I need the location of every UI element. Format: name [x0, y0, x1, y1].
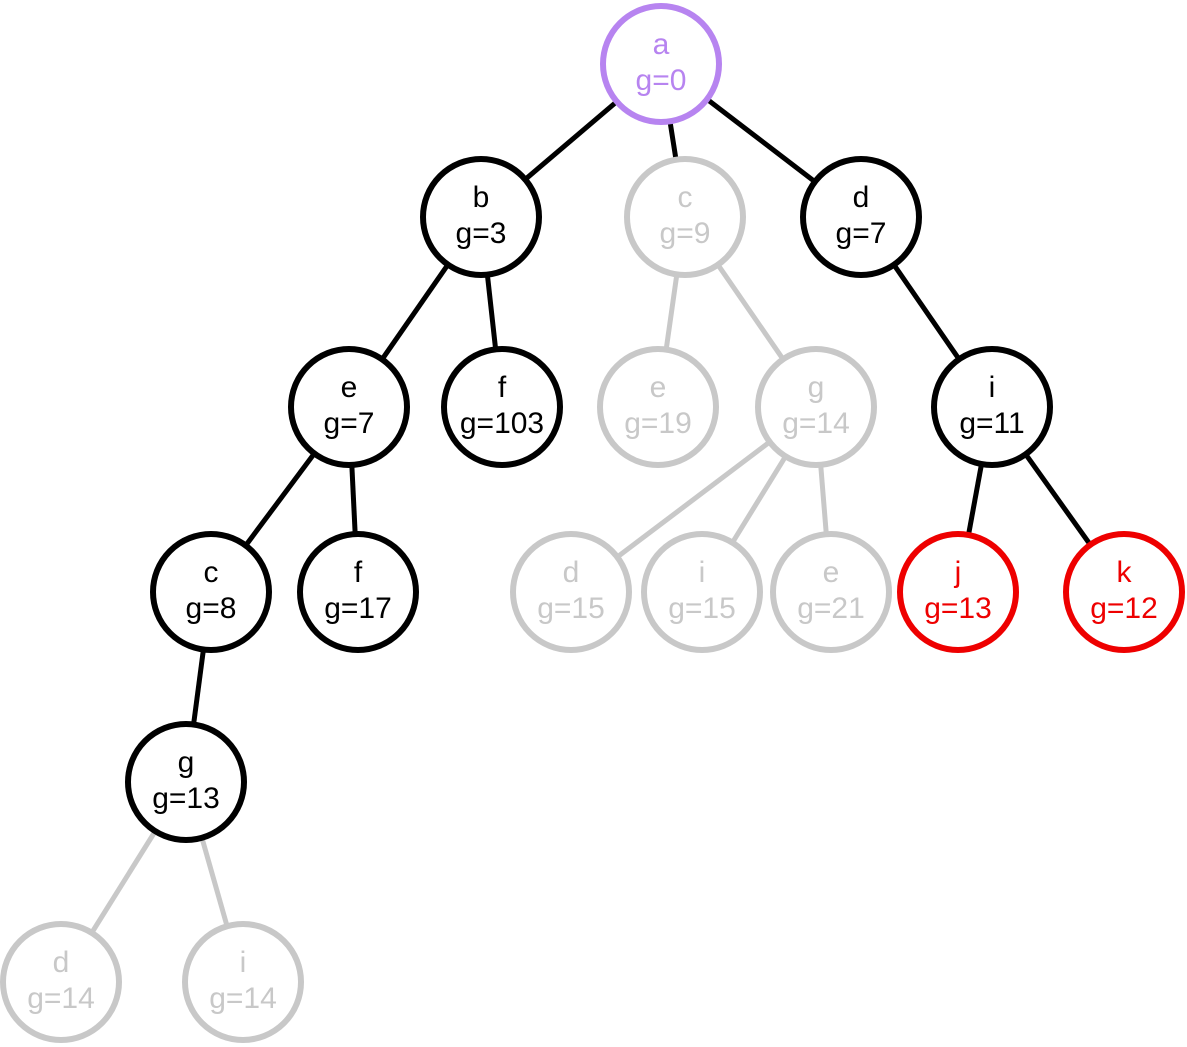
node-circle [182, 921, 304, 1043]
node-name-label: i [989, 371, 996, 404]
node-cost-label: g=14 [782, 407, 850, 440]
tree-node-c-pruned: cg=9 [624, 156, 746, 278]
node-circle [441, 346, 563, 468]
node-name-label: g [178, 746, 195, 779]
node-circle [597, 346, 719, 468]
node-circle [800, 156, 922, 278]
node-name-label: e [341, 371, 358, 404]
tree-node-i-pruned: ig=15 [641, 531, 763, 653]
node-cost-label: g=11 [959, 407, 1024, 440]
node-cost-label: g=12 [1090, 592, 1158, 625]
node-circle [0, 921, 122, 1043]
node-name-label: f [354, 556, 363, 589]
tree-node-f-expanded: fg=103 [441, 346, 563, 468]
edge-layer [58, 62, 1127, 984]
node-name-label: e [823, 556, 840, 589]
node-cost-label: g=14 [27, 982, 95, 1015]
node-cost-label: g=7 [836, 217, 887, 250]
tree-node-j-frontier: jg=13 [897, 531, 1019, 653]
node-circle [510, 531, 632, 653]
node-cost-label: g=3 [456, 217, 507, 250]
node-cost-label: g=9 [660, 217, 711, 250]
node-name-label: k [1117, 556, 1133, 589]
node-name-label: d [53, 946, 70, 979]
node-circle [420, 156, 542, 278]
node-cost-label: g=103 [460, 407, 544, 440]
node-cost-label: g=0 [636, 64, 687, 97]
node-name-label: c [678, 181, 693, 214]
tree-node-d-expanded: dg=7 [800, 156, 922, 278]
node-circle [624, 156, 746, 278]
tree-node-d-pruned: dg=14 [0, 921, 122, 1043]
tree-node-d-pruned: dg=15 [510, 531, 632, 653]
node-circle [755, 346, 877, 468]
node-circle [150, 531, 272, 653]
node-name-label: g [808, 371, 825, 404]
node-name-label: j [954, 556, 962, 589]
tree-node-e-expanded: eg=7 [288, 346, 410, 468]
tree-node-g-expanded: gg=13 [125, 721, 247, 843]
node-circle [125, 721, 247, 843]
node-circle [297, 531, 419, 653]
tree-node-e-pruned: eg=21 [770, 531, 892, 653]
node-cost-label: g=15 [668, 592, 736, 625]
tree-node-b-expanded: bg=3 [420, 156, 542, 278]
node-name-label: i [240, 946, 247, 979]
tree-node-i-pruned: ig=14 [182, 921, 304, 1043]
node-circle [770, 531, 892, 653]
tree-node-f-expanded: fg=17 [297, 531, 419, 653]
node-cost-label: g=8 [186, 592, 237, 625]
node-name-label: a [653, 28, 670, 61]
node-circle [641, 531, 763, 653]
node-cost-label: g=19 [624, 407, 692, 440]
node-cost-label: g=13 [924, 592, 992, 625]
node-cost-label: g=14 [209, 982, 277, 1015]
node-name-label: d [853, 181, 870, 214]
tree-node-e-pruned: eg=19 [597, 346, 719, 468]
node-cost-label: g=7 [324, 407, 375, 440]
node-circle [931, 346, 1053, 468]
tree-node-a-start: ag=0 [600, 3, 722, 125]
node-name-label: d [563, 556, 580, 589]
tree-node-k-frontier: kg=12 [1063, 531, 1185, 653]
node-name-label: b [473, 181, 490, 214]
node-layer: ag=0bg=3cg=9dg=7eg=7fg=103eg=19gg=14ig=1… [0, 3, 1185, 1043]
node-name-label: f [498, 371, 507, 404]
tree-node-g-pruned: gg=14 [755, 346, 877, 468]
node-circle [600, 3, 722, 125]
node-name-label: c [204, 556, 219, 589]
node-cost-label: g=17 [324, 592, 392, 625]
node-cost-label: g=15 [537, 592, 605, 625]
tree-node-i-expanded: ig=11 [931, 346, 1053, 468]
node-circle [897, 531, 1019, 653]
tree-node-c-expanded: cg=8 [150, 531, 272, 653]
node-circle [288, 346, 410, 468]
node-cost-label: g=21 [797, 592, 865, 625]
node-name-label: e [650, 371, 667, 404]
node-name-label: i [699, 556, 706, 589]
node-cost-label: g=13 [152, 782, 220, 815]
node-circle [1063, 531, 1185, 653]
